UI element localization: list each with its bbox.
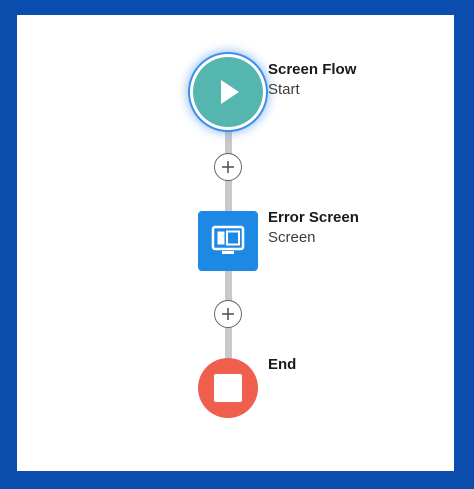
end-node-title: End — [268, 356, 297, 373]
start-node-title: Screen Flow — [268, 61, 357, 78]
stop-icon — [214, 374, 242, 402]
add-element-button[interactable] — [214, 153, 242, 181]
start-node[interactable] — [193, 57, 263, 127]
screen-icon — [211, 225, 245, 254]
start-node-label: Screen Flow Start — [268, 60, 356, 100]
plus-icon — [222, 308, 234, 320]
error-screen-node[interactable] — [198, 211, 258, 271]
end-node[interactable] — [198, 358, 258, 418]
end-node-label: End — [268, 355, 296, 375]
play-icon — [221, 80, 239, 104]
flow-canvas: Screen Flow Start Error Screen Screen En… — [17, 15, 454, 471]
error-screen-subtitle: Screen — [268, 229, 316, 246]
plus-icon — [222, 161, 234, 173]
error-screen-title: Error Screen — [268, 209, 359, 226]
add-element-button[interactable] — [214, 300, 242, 328]
start-node-subtitle: Start — [268, 81, 300, 98]
error-screen-label: Error Screen Screen — [268, 208, 359, 248]
